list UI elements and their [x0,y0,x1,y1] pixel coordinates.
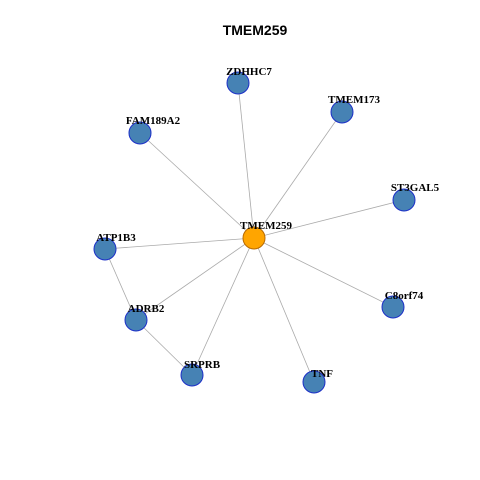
node-atp1b3 [93,237,117,261]
node-st3gal5 [392,188,416,212]
node-srprb [180,363,204,387]
edge-adrb2-srprb [135,319,193,376]
node-label-srprb: SRPRB [184,359,221,371]
node-tnf [302,370,326,394]
node-label-adrb2: ADRB2 [128,303,165,315]
edge-tmem259-tnf [253,237,315,383]
node-label-atp1b3: ATP1B3 [96,232,136,244]
node-zdhhc7 [226,71,250,95]
node-tmem259 [242,226,266,250]
node-label-zdhhc7: ZDHHC7 [226,66,272,78]
edge-tmem259-srprb [191,237,255,376]
node-label-st3gal5: ST3GAL5 [391,182,440,194]
edge-tmem259-adrb2 [135,237,255,321]
graph-title: TMEM259 [223,22,288,38]
node-label-c8orf74: C8orf74 [385,290,424,302]
edge-atp1b3-adrb2 [104,248,137,321]
node-adrb2 [124,308,148,332]
edge-tmem259-tmem173 [253,111,343,239]
edge-layer [104,82,405,383]
node-fam189a2 [128,121,152,145]
node-label-tmem259: TMEM259 [240,220,292,232]
node-c8orf74 [381,295,405,319]
node-label-fam189a2: FAM189A2 [126,115,181,127]
edge-tmem259-fam189a2 [139,132,255,239]
node-tmem173 [330,100,354,124]
node-label-tmem173: TMEM173 [328,94,380,106]
edge-tmem259-zdhhc7 [237,82,255,239]
node-label-tnf: TNF [311,368,333,380]
edge-tmem259-c8orf74 [253,237,394,308]
edge-tmem259-atp1b3 [104,237,255,250]
node-layer: TMEM259 ZDHHC7TMEM173FAM189A2ST3GAL5ATP1B… [93,66,440,394]
edge-tmem259-st3gal5 [253,199,405,239]
